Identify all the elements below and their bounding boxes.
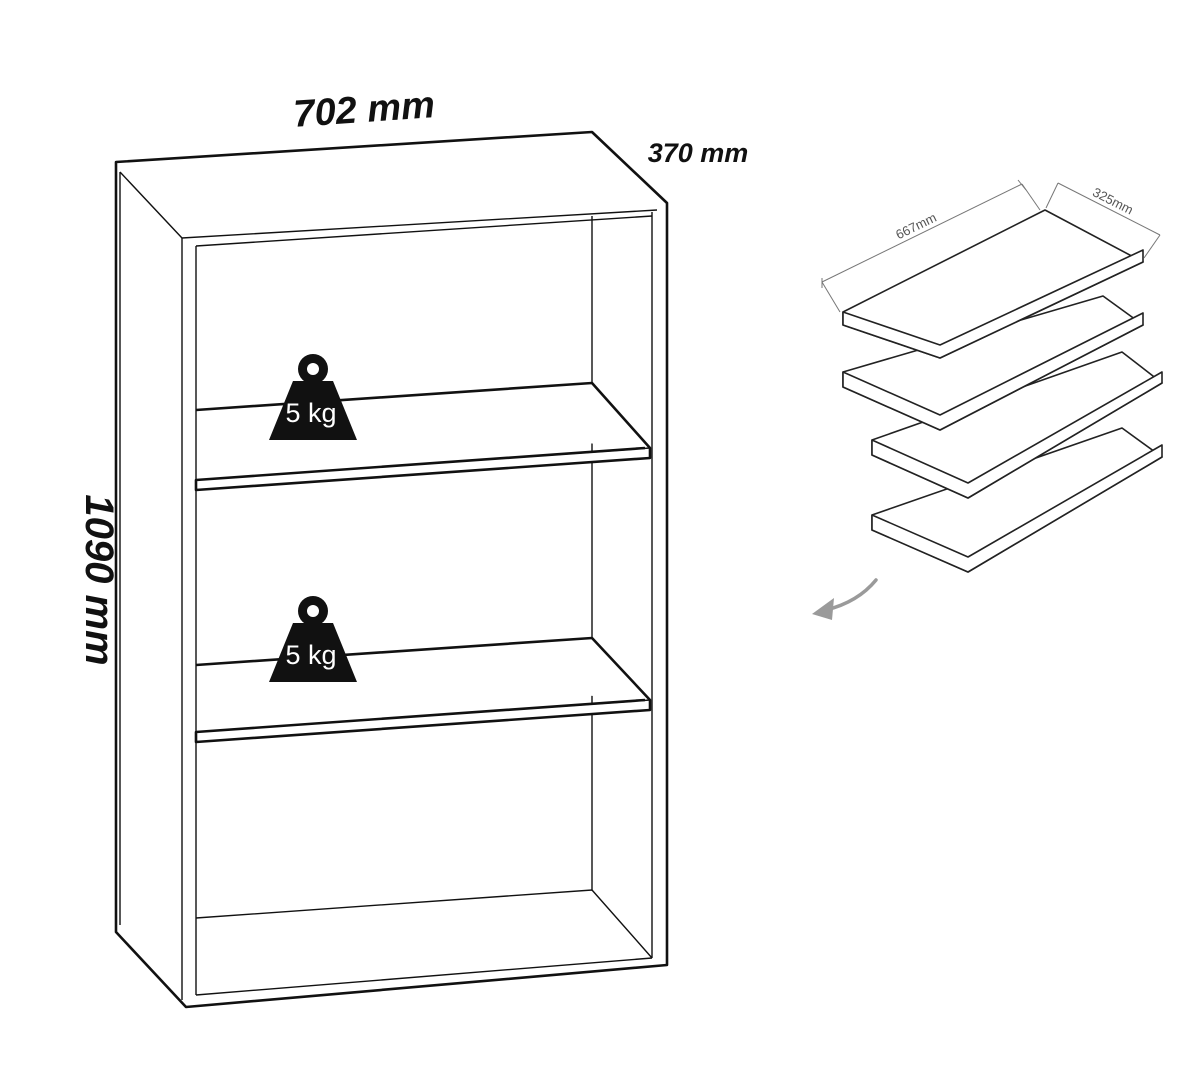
weight-handle-hole-1 [307, 363, 319, 375]
depth-dimension: 370 mm [648, 138, 749, 168]
width-dimension: 702 mm [292, 84, 436, 136]
shelf-panel-3 [871, 351, 1163, 499]
weight-handle-hole-2 [307, 605, 319, 617]
bottom-shelf-back [195, 889, 653, 959]
weight-body-2 [269, 623, 357, 682]
panel-dimension-lines [821, 179, 1161, 313]
bottom-plinth [195, 957, 653, 996]
shelf-1-front [195, 447, 651, 481]
shelf-load-label-2: 5 kg [285, 640, 336, 670]
weight-body-1 [269, 381, 357, 440]
shelf-panel-2 [842, 295, 1144, 431]
shelf-2-front [195, 699, 651, 733]
shelf-panel-1 [842, 209, 1144, 359]
curved-arrow-icon [812, 578, 878, 620]
shelf-panel-4 [871, 427, 1163, 573]
height-dimension: 1090 mm [77, 494, 121, 665]
shelf-load-label-1: 5 kg [285, 398, 336, 428]
bookcase-silhouette [114, 130, 669, 1009]
panel-length-label: 667mm [893, 210, 939, 242]
shelf-panels: 667mm 325mm [821, 179, 1163, 573]
weight-icon-2: 5 kg [269, 596, 357, 682]
bookcase [114, 130, 669, 1009]
weight-icon-1: 5 kg [269, 354, 357, 440]
panel-width-label: 325mm [1090, 184, 1135, 217]
top-panel-underside [195, 215, 653, 247]
